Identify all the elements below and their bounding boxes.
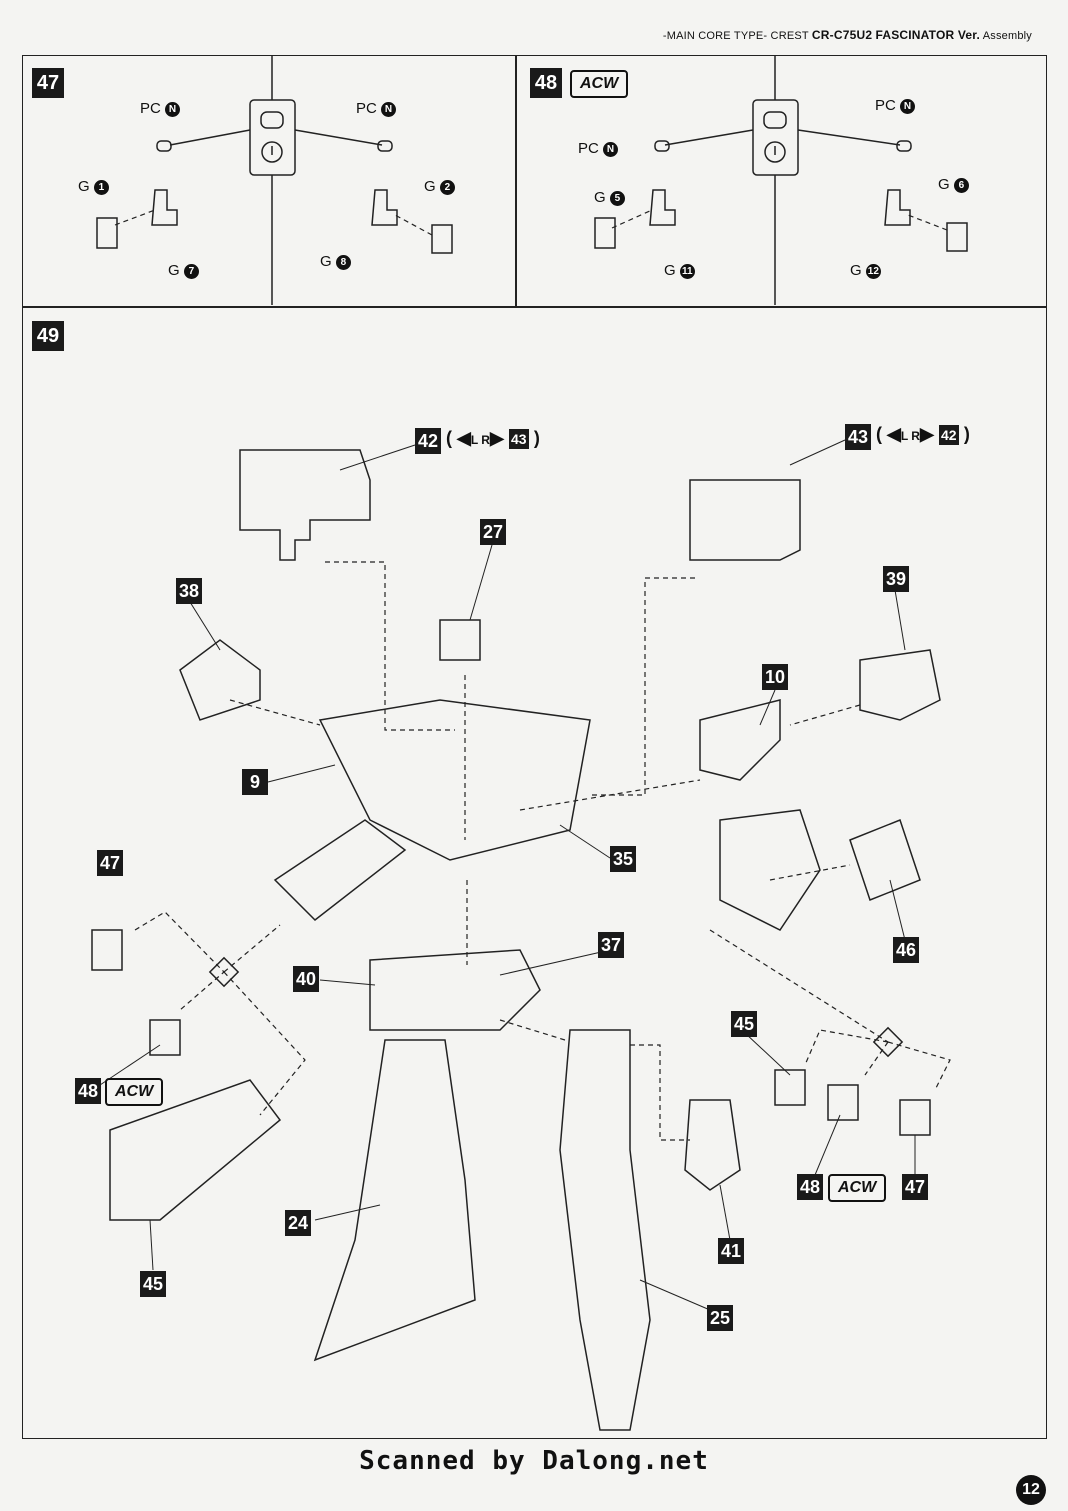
page-header: -MAIN CORE TYPE- CREST CR-C75U2 FASCINAT… — [663, 28, 1032, 42]
step47-g8-label: G 8 — [320, 253, 351, 270]
part-10-shape — [699, 699, 781, 781]
header-model: CR-C75U2 — [811, 28, 873, 42]
pc-part-icon — [260, 111, 284, 129]
caution-icon-2 — [764, 141, 786, 163]
part-9-number: 9 — [242, 769, 268, 795]
part-37-number: 37 — [598, 932, 624, 958]
part-38-shape — [179, 639, 261, 721]
part-39-number: 39 — [883, 566, 909, 592]
part-45-weapon-number: 45 — [140, 1271, 166, 1297]
scan-credit: Scanned by Dalong.net — [359, 1446, 709, 1476]
step47-pc-right-label: PC N — [356, 100, 397, 117]
step47-g1-label: G 1 — [78, 178, 109, 195]
part-45-right-hand-number: 45 — [731, 1011, 757, 1037]
part-35-number: 35 — [610, 846, 636, 872]
step48-g12-label: G 12 — [850, 262, 881, 279]
step48-g6-label: G 6 — [938, 176, 969, 193]
step-48-panel — [515, 55, 1047, 307]
part-43-pair-note: ( ◀L R▶ 42 ) — [876, 424, 970, 445]
hand-47-right-shape — [899, 1099, 931, 1136]
part-46-number: 46 — [893, 937, 919, 963]
part-37-shape — [369, 949, 541, 1031]
part-43-alt-number: 42 — [938, 425, 959, 445]
part-42-number: 42 — [415, 428, 441, 454]
swap-icon-right — [872, 1026, 904, 1058]
part-41-shape — [684, 1099, 741, 1191]
pc-part-icon-2 — [763, 111, 787, 129]
part-45-weapon-shape — [109, 1079, 282, 1221]
part-39-shape — [859, 649, 941, 721]
part-43-shape — [689, 479, 801, 561]
left-arm-shape — [273, 819, 407, 921]
part-47-right-number: 47 — [902, 1174, 928, 1200]
page-number: 12 — [1016, 1475, 1046, 1505]
part-48-left-number: 48 — [75, 1078, 101, 1104]
part-43-number: 43 — [845, 424, 871, 450]
right-arm-shape — [719, 809, 821, 931]
part-47-left-number: 47 — [97, 850, 123, 876]
part-42-shape — [239, 449, 371, 561]
part-48-right-acw-badge: ACW — [828, 1174, 887, 1202]
step-47-number: 47 — [32, 68, 64, 98]
part-27-shape — [439, 619, 481, 661]
part-40-number: 40 — [293, 966, 319, 992]
part-38-number: 38 — [176, 578, 202, 604]
part-42-alt-number: 43 — [508, 429, 529, 449]
part-48-left-acw-badge: ACW — [105, 1078, 164, 1106]
hand-45-right-shape — [774, 1069, 806, 1106]
step-47-panel — [22, 55, 517, 307]
core-torso-shape — [318, 699, 591, 861]
part-25-number: 25 — [707, 1305, 733, 1331]
caution-icon — [261, 141, 283, 163]
step-49-number: 49 — [32, 321, 64, 351]
step47-pc-left-label: PC N — [140, 100, 181, 117]
step48-g5-label: G 5 — [594, 189, 625, 206]
hand-48-left-shape — [149, 1019, 181, 1056]
part-48-right-number: 48 — [797, 1174, 823, 1200]
header-prefix: -MAIN CORE TYPE- CREST — [662, 30, 809, 42]
step-49-panel — [22, 307, 1047, 1439]
part-24-shape — [313, 1039, 476, 1362]
part-46-shape — [849, 819, 921, 901]
part-42-pair-note: ( ◀L R▶ 43 ) — [446, 428, 540, 449]
step48-g11-label: G 11 — [664, 262, 695, 279]
header-suffix: Assembly — [982, 30, 1032, 42]
hand-48-right-shape — [827, 1084, 859, 1121]
part-41-number: 41 — [718, 1238, 744, 1264]
part-10-number: 10 — [762, 664, 788, 690]
step48-pc-right-label: PC N — [875, 97, 916, 114]
header-name: FASCINATOR Ver. — [875, 28, 981, 42]
step48-pc-left-label: PC N — [578, 140, 619, 157]
part-25-shape — [559, 1029, 651, 1431]
step47-g7-label: G 7 — [168, 262, 199, 279]
part-27-number: 27 — [480, 519, 506, 545]
step-48-number: 48 — [530, 68, 562, 98]
step-48-acw-badge: ACW — [570, 70, 629, 98]
part-24-number: 24 — [285, 1210, 311, 1236]
hand-47-left-shape — [91, 929, 123, 971]
step47-g2-label: G 2 — [424, 178, 455, 195]
